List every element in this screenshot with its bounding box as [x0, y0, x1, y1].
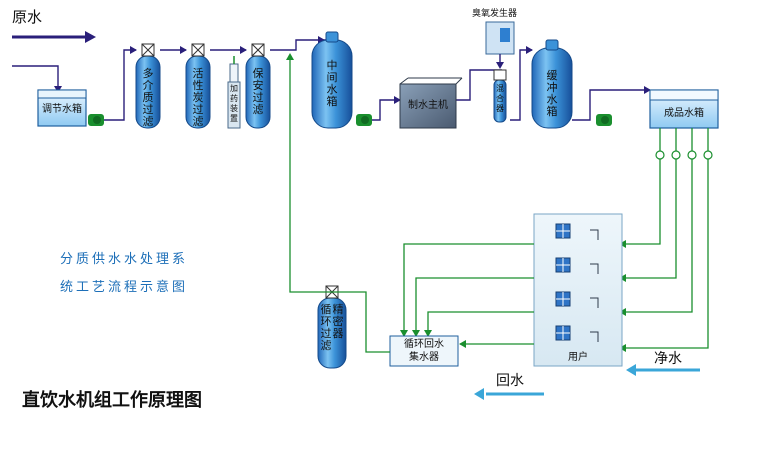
raw-water-label: 原水: [12, 8, 43, 26]
regulating-tank-label: 调节水箱: [42, 104, 82, 115]
arrow-to-security: [240, 46, 247, 54]
description-line-2: 统工艺流程示意图: [60, 280, 189, 295]
pump-1: [88, 114, 104, 126]
multimedia-filter-label: 多介质过滤: [142, 67, 154, 128]
user-floor-2: [555, 257, 599, 274]
mixer-label: 混合器: [496, 84, 504, 113]
recirculation-arrowhead: [286, 53, 294, 60]
clean-water-label: 净水: [654, 351, 682, 367]
arrow-to-filter-1: [130, 46, 137, 54]
dosing-device: [227, 56, 241, 129]
user-floor-4: [555, 325, 599, 342]
user-label: 用户: [568, 352, 588, 363]
user-block: [533, 213, 623, 367]
supply-pipes: [622, 128, 709, 349]
arrow-to-main-unit: [394, 96, 401, 104]
arrow-to-buffer: [526, 46, 533, 54]
intermediate-tank: [311, 31, 353, 129]
main-unit: [399, 77, 463, 129]
return-collector: [389, 335, 459, 367]
user-floor-1: [555, 223, 599, 240]
main-title: 直饮水机组工作原理图: [22, 390, 202, 411]
pump-2: [356, 114, 372, 126]
carbon-filter: [185, 43, 211, 129]
multimedia-filter: [135, 43, 161, 129]
return-pipes: [403, 243, 534, 345]
product-tank-label: 成品水箱: [664, 108, 704, 119]
circulation-filter-label-a: 循环过滤: [320, 303, 332, 352]
user-floor-3: [555, 291, 599, 308]
circulation-filter-label-b: 精密器: [332, 303, 344, 340]
security-filter-label: 保安过滤: [252, 67, 264, 116]
clean-water-arrow: [626, 364, 700, 376]
raw-inlet-pipe: [12, 65, 59, 88]
return-collector-label-1: 循环回水: [404, 339, 444, 350]
ozone-arrow: [496, 62, 504, 69]
security-filter: [245, 43, 271, 129]
return-arrowheads: [400, 330, 466, 348]
return-water-label: 回水: [496, 373, 524, 389]
product-outlet-valves: [655, 150, 713, 160]
intermediate-tank-label: 中间水箱: [326, 59, 338, 108]
mixer: [493, 69, 507, 123]
raw-water-arrow: [12, 31, 96, 43]
arrow-to-carbon: [180, 46, 187, 54]
ozone-generator: [485, 21, 515, 64]
return-collector-label-2: 集水器: [409, 352, 439, 363]
buffer-tank-label: 缓冲水箱: [546, 69, 558, 118]
arrow-to-product: [644, 86, 651, 94]
carbon-filter-label: 活性炭过滤: [192, 67, 204, 128]
pump-3: [596, 114, 612, 126]
buffer-tank: [531, 39, 573, 129]
return-water-arrow: [474, 388, 544, 400]
recirculation-pipe: [289, 56, 390, 353]
regulating-tank: [37, 89, 87, 127]
description-line-1: 分质供水水处理系: [60, 252, 189, 267]
main-unit-label: 制水主机: [408, 100, 448, 111]
dosing-device-label: 加药装置: [230, 84, 238, 123]
product-tank: [649, 89, 719, 129]
ozone-generator-label: 臭氧发生器: [472, 9, 518, 19]
